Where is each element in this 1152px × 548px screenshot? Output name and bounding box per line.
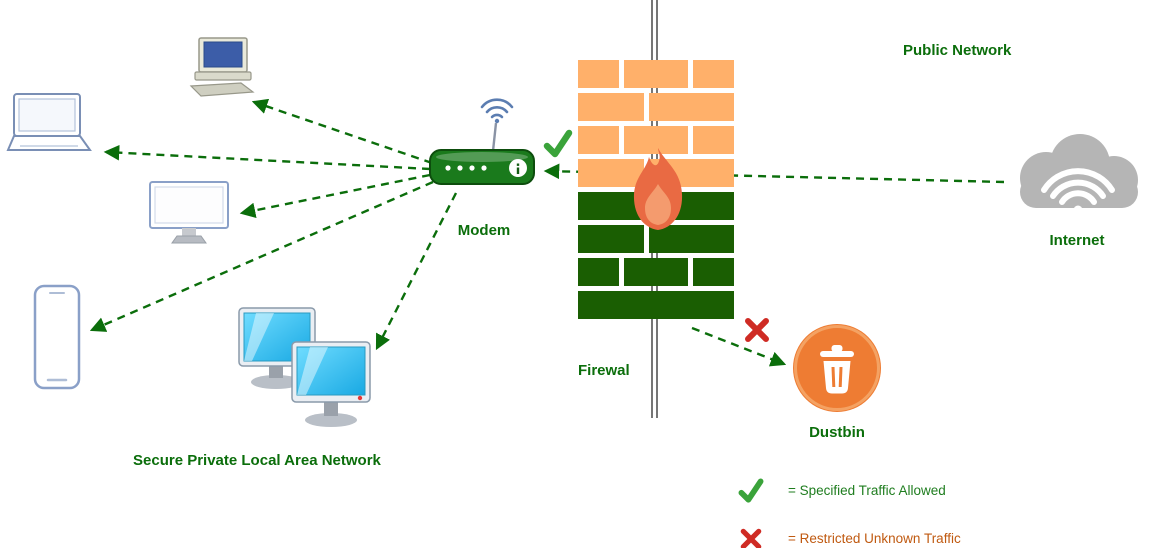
node-smartphone bbox=[33, 284, 81, 390]
node-modem bbox=[426, 93, 538, 189]
cross-icon bbox=[745, 318, 769, 342]
node-dustbin bbox=[790, 321, 884, 415]
legend-allowed-text: = Specified Traffic Allowed bbox=[788, 483, 946, 498]
wifi-router-icon bbox=[429, 98, 535, 185]
workstations-icon bbox=[238, 307, 371, 427]
public-network-label: Public Network bbox=[903, 42, 1012, 59]
node-desktop-computer bbox=[183, 36, 265, 100]
smartphone-icon bbox=[33, 284, 81, 390]
wifi-signal-icon bbox=[480, 98, 514, 119]
lan-label: Secure Private Local Area Network bbox=[133, 452, 381, 469]
legend-restricted-row bbox=[739, 527, 763, 548]
node-internet bbox=[1006, 126, 1152, 218]
check-icon bbox=[738, 478, 764, 503]
node-workstations bbox=[236, 306, 372, 428]
check-icon bbox=[543, 129, 573, 158]
dustbin-label: Dustbin bbox=[809, 424, 865, 441]
flame-icon bbox=[633, 148, 683, 230]
legend-allowed-row bbox=[737, 477, 765, 505]
cross-icon bbox=[740, 528, 762, 548]
allowed-traffic-marker bbox=[542, 128, 574, 160]
brick-wall-flame-icon bbox=[578, 60, 734, 319]
firewall-label: Firewal bbox=[578, 362, 630, 379]
node-firewall bbox=[578, 60, 734, 323]
restricted-traffic-marker bbox=[743, 316, 771, 344]
monitor-icon bbox=[149, 181, 229, 244]
modem-label: Modem bbox=[457, 222, 511, 239]
legend-restricted-text: = Restricted Unknown Traffic bbox=[788, 531, 961, 546]
node-monitor bbox=[148, 180, 232, 246]
laptop-icon bbox=[6, 93, 92, 151]
node-laptop bbox=[6, 92, 94, 156]
trash-bin-icon bbox=[793, 324, 881, 412]
cloud-wifi-icon bbox=[1020, 134, 1138, 215]
internet-label: Internet bbox=[1049, 232, 1105, 249]
desktop-computer-icon bbox=[189, 37, 255, 97]
wifi-signal-icon bbox=[1041, 168, 1115, 205]
